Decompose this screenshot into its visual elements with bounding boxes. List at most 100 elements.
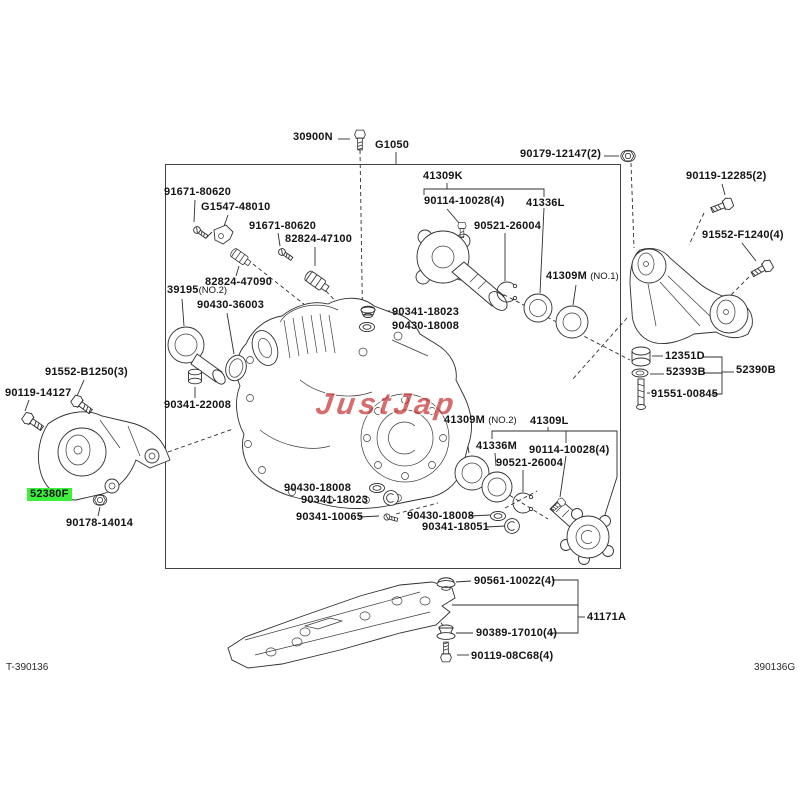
part-label-90119-12285: 90119-12285(2) (686, 171, 766, 182)
part-number: 52380F (30, 488, 69, 500)
drawing-code-left: T-390136 (6, 662, 49, 673)
part-label-82824-47100: 82824-47100 (285, 234, 352, 245)
part-label-90521-26004-top: 90521-26004 (474, 221, 541, 232)
part-label-90178-14014: 90178-14014 (66, 518, 133, 529)
part-label-91671-80620-2: 91671-80620 (249, 221, 316, 232)
sensor-icon-82824-47100 (302, 269, 331, 294)
nut-icon-90178 (92, 494, 108, 506)
part-label-G1050: G1050 (375, 140, 409, 151)
part-label-91552-F1240: 91552-F1240(4) (702, 230, 784, 241)
plug-icon-90341-22008 (188, 368, 202, 385)
part-number: G1547-48010 (201, 201, 271, 213)
drawing-code-right: 390136G (754, 662, 796, 673)
part-number: 41309M (546, 270, 587, 282)
gasket-icon-90430-18008-top (359, 321, 375, 333)
gasket-icon-90430-18008-right (490, 510, 506, 522)
differential-housing-drawing (236, 297, 472, 509)
part-number: 90179-12147(2) (520, 148, 602, 160)
cushion-icon-90389 (436, 624, 456, 640)
part-number: 82824-47100 (285, 233, 353, 245)
part-number: 82824-47090 (205, 276, 273, 288)
part-number: 91551-00845 (651, 388, 719, 400)
part-note: (NO.1) (590, 271, 619, 282)
part-label-12351D: 12351D (665, 351, 705, 362)
part-number: 90114-10028(4) (529, 444, 610, 456)
part-number: 12351D (665, 350, 705, 362)
plug-icon-90341-18023-left (383, 490, 399, 506)
part-label-90119-08C68: 90119-08C68(4) (471, 651, 553, 662)
output-shaft-39195-drawing (167, 326, 247, 385)
screw-icon-90341-10065 (382, 512, 399, 524)
part-note: (NO.2) (198, 285, 228, 296)
part-number: 52393B (666, 366, 706, 378)
part-label-90521-26004-bottom: 90521-26004 (496, 458, 563, 469)
part-note: (NO.2) (488, 415, 517, 426)
part-number: 41309M (444, 414, 485, 426)
part-number: 90114-10028(4) (424, 195, 505, 207)
plug-icon-90341-18051 (504, 518, 520, 534)
part-label-52393B: 52393B (666, 367, 706, 378)
part-number: 91552-F1240(4) (702, 229, 784, 241)
part-number: 90521-26004 (496, 457, 564, 469)
part-number: 52390B (736, 364, 776, 376)
bolt-icon-90119-08C68 (440, 641, 452, 663)
sensor-icon-82824-47090 (228, 247, 253, 268)
part-label-90179-12147: 90179-12147(2) (520, 149, 601, 160)
part-number: 41171A (587, 611, 627, 623)
part-label-41309L: 41309L (530, 416, 569, 427)
bolt-icon-30900N (354, 129, 366, 151)
part-label-90430-18008-right: 90430-18008 (407, 511, 474, 522)
part-label-90341-18051: 90341-18051 (422, 522, 489, 533)
part-number: 90341-18023 (392, 306, 460, 318)
part-number: 90341-18051 (422, 521, 490, 533)
diagram-frame (165, 164, 621, 569)
part-number: 91671-80620 (164, 186, 232, 198)
part-number: 41336M (476, 440, 517, 452)
part-label-41336M: 41336M (476, 441, 517, 452)
leader-lines (24, 138, 757, 656)
skid-plate-41171A-drawing (227, 581, 456, 669)
part-label-52380F-highlighted: 52380F (27, 488, 72, 501)
part-number: 90430-18008 (284, 482, 352, 494)
part-number: 90561-10022(4) (474, 575, 556, 587)
part-label-41336L: 41336L (526, 198, 565, 209)
part-number: 91552-B1250(3) (45, 366, 128, 378)
part-label-91671-80620-1: 91671-80620 (164, 187, 231, 198)
part-number: 90430-36003 (197, 299, 265, 311)
bolt-icon-90119-14127 (20, 410, 46, 434)
part-number: 90119-08C68(4) (471, 650, 554, 662)
part-label-39195: 39195(NO.2) (167, 285, 227, 296)
part-number: 90341-18023 (301, 494, 369, 506)
part-number: 90430-18008 (392, 320, 460, 332)
part-number: 90119-14127 (5, 387, 72, 399)
part-label-90341-10065: 90341-10065 (296, 512, 363, 523)
hardware-icons (20, 129, 775, 663)
part-label-90430-18008-top: 90430-18008 (392, 321, 459, 332)
part-label-90561-10022: 90561-10022(4) (474, 576, 555, 587)
part-label-41171A: 41171A (587, 612, 626, 623)
upper-bearing-and-seal-drawing (496, 281, 589, 339)
part-label-90341-18023-top: 90341-18023 (392, 307, 459, 318)
screw-icon-91671-2 (276, 246, 295, 263)
part-label-52390B: 52390B (736, 365, 776, 376)
nut-icon-90179 (620, 149, 636, 163)
part-label-90389-17010: 90389-17010(4) (476, 628, 557, 639)
bolt-icon-90119-12285 (709, 196, 735, 216)
part-label-41309K: 41309K (423, 171, 463, 182)
part-number: 41336L (526, 197, 565, 209)
part-number: 90430-18008 (407, 510, 475, 522)
part-number: 90389-17010(4) (476, 627, 558, 639)
part-label-90114-10028-top: 90114-10028(4) (424, 196, 504, 207)
part-label-41309M-no2: 41309M (NO.2) (444, 415, 517, 426)
bolt-icon-91552-F1240 (749, 257, 775, 281)
rear-mount-bracket-52390B-drawing (629, 247, 753, 410)
part-label-91551-00845: 91551-00845 (651, 389, 718, 400)
part-label-90430-18008-left: 90430-18008 (284, 483, 351, 494)
part-number: G1050 (375, 139, 410, 151)
companion-flange-41309K-drawing (415, 229, 508, 311)
part-number: 90341-22008 (164, 399, 232, 411)
part-label-30900N: 30900N (293, 132, 333, 143)
part-label-91552-B1250: 91552-B1250(3) (45, 367, 128, 378)
